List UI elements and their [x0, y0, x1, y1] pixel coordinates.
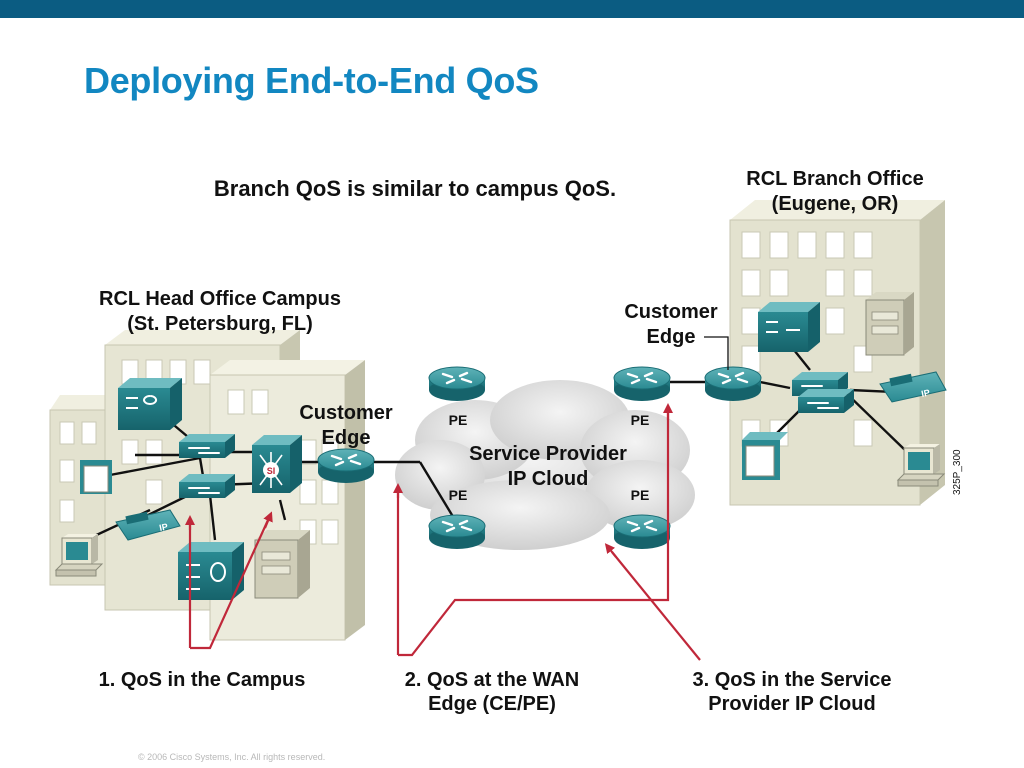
sp-arrow-path	[611, 551, 701, 661]
figure-code: 325P_300	[952, 449, 963, 495]
branch-office-location: (Eugene, OR)	[772, 193, 899, 215]
cloud-label-line1: Service Provider	[469, 443, 627, 465]
campus-server-bottom	[178, 542, 244, 600]
campus-ip-phone: IP	[115, 509, 181, 541]
callout-arrows	[185, 403, 701, 661]
pe-router-top-left	[427, 365, 487, 403]
campus-pc	[55, 533, 103, 577]
branch-printer	[742, 432, 788, 480]
slide-title: Deploying End-to-End QoS	[84, 60, 539, 101]
campus-server-top	[118, 378, 182, 430]
pe-router-bottom-left	[427, 513, 487, 551]
callout-wan-line1: 2. QoS at the WAN	[405, 669, 579, 691]
head-office-name: RCL Head Office Campus	[99, 288, 341, 310]
campus-arrow-path-2	[190, 519, 270, 650]
branch-office-name: RCL Branch Office	[746, 168, 923, 190]
branch-ip-phone: IP	[879, 371, 947, 403]
pe-router-top-right	[612, 365, 672, 403]
top-bar	[0, 0, 1024, 18]
branch-server	[758, 302, 820, 352]
customer-edge-leader-line	[704, 336, 729, 370]
customer-edge-right-line2: Edge	[647, 326, 696, 348]
campus-customer-edge-router	[316, 447, 376, 485]
pe-label-top-left: PE	[449, 412, 468, 428]
callout-sp-line2: Provider IP Cloud	[708, 693, 875, 715]
service-provider-cloud	[395, 380, 695, 550]
campus-access-switch-1	[178, 433, 236, 459]
customer-edge-left-line1: Customer	[299, 402, 393, 424]
campus-access-switch-2	[178, 473, 236, 499]
branch-customer-edge-router	[703, 365, 763, 403]
campus-file-server	[254, 530, 310, 599]
customer-edge-right-line1: Customer	[624, 301, 718, 323]
head-office-location: (St. Petersburg, FL)	[127, 313, 313, 335]
campus-printer	[80, 460, 112, 494]
branch-pc	[897, 443, 945, 487]
callout-campus: 1. QoS in the Campus	[99, 669, 306, 691]
pe-label-bottom-left: PE	[449, 487, 468, 503]
l3-switch-label: SI	[267, 466, 276, 476]
branch-office-building	[729, 200, 945, 506]
branch-switch-lower	[797, 388, 855, 414]
slide-subtitle: Branch QoS is similar to campus QoS.	[214, 176, 616, 201]
pe-router-bottom-right	[612, 513, 672, 551]
pe-label-top-right: PE	[631, 412, 650, 428]
customer-edge-left-line2: Edge	[322, 427, 371, 449]
branch-ip-phone-label: IP	[920, 387, 930, 399]
cloud-label-line2: IP Cloud	[508, 468, 589, 490]
callout-sp-line1: 3. QoS in the Service	[693, 669, 892, 691]
branch-file-server	[865, 292, 914, 356]
wan-arrow-path-2	[398, 412, 670, 657]
campus-ip-phone-label: IP	[158, 521, 168, 533]
callout-wan-line2: Edge (CE/PE)	[428, 693, 556, 715]
copyright-notice: © 2006 Cisco Systems, Inc. All rights re…	[138, 752, 326, 762]
campus-distribution-switch: SI	[252, 435, 302, 493]
pe-label-bottom-right: PE	[631, 487, 650, 503]
